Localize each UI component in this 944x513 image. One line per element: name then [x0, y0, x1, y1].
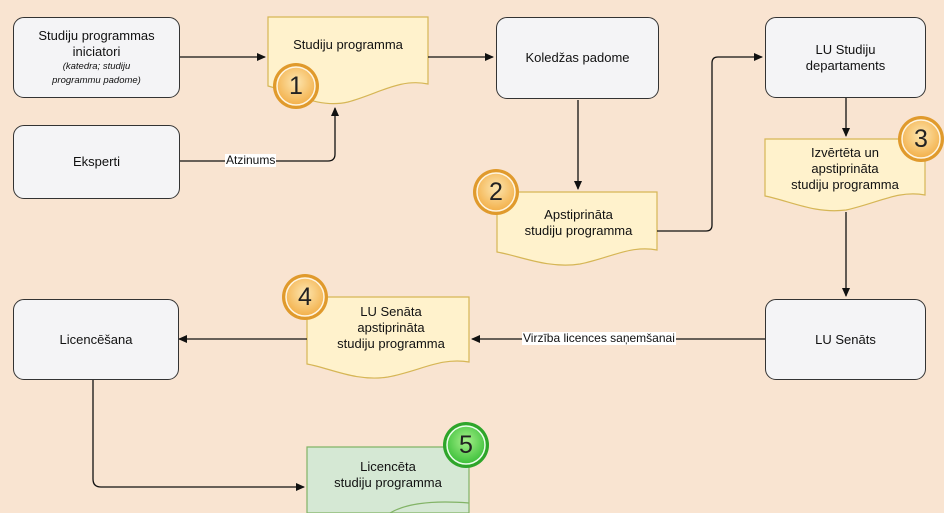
document-approved-program[interactable]: Apstiprināta studiju programma [500, 203, 657, 243]
initiators-sub-line2: programmu padome) [52, 74, 141, 86]
document-shape-approved-program [496, 191, 658, 266]
evaluated-program-line3: studiju programma [791, 177, 899, 192]
college-council-label: Koledžas padome [525, 50, 630, 65]
study-program-label: Studiju programma [293, 37, 403, 52]
step-badge-5 [443, 422, 489, 468]
edge-licensing-to-licensed [92, 380, 305, 491]
step-number-4: 4 [298, 282, 312, 311]
document-shape-evaluated-program [764, 138, 926, 212]
step-number-2: 2 [489, 177, 503, 206]
document-study-program[interactable]: Studiju programma [268, 32, 428, 58]
step-badge-3 [898, 116, 944, 162]
senate-approved-line2: apstiprināta [357, 320, 425, 335]
step-number-3: 3 [914, 124, 928, 153]
licensing-label: Licencēšana [59, 331, 133, 347]
evaluated-program-line2: apstiprināta [811, 161, 879, 176]
edge-experts-to-program [180, 107, 339, 162]
initiators-sub-line1: (katedra; studiju [62, 60, 131, 72]
box-college-council[interactable]: Koledžas padome [496, 17, 659, 99]
edge-approved-to-department [657, 53, 763, 232]
box-senate[interactable]: LU Senāts [765, 299, 926, 380]
document-shape-licensed-program [306, 446, 470, 513]
initiators-title-line1: Studiju programmas [38, 27, 155, 43]
senate-label: LU Senāts [815, 331, 876, 347]
step-badge-2 [473, 169, 519, 215]
document-evaluated-program[interactable]: Izvērtēta un apstiprināta studiju progra… [765, 141, 925, 197]
document-licensed-program[interactable]: Licencēta studiju programma [307, 455, 469, 495]
box-licensing[interactable]: Licencēšana [13, 299, 179, 380]
box-experts[interactable]: Eksperti [13, 125, 180, 199]
licensed-program-line2: studiju programma [334, 475, 442, 490]
step-number-1: 1 [289, 71, 303, 100]
document-senate-approved-program[interactable]: LU Senāta apstiprināta studiju programma [310, 300, 472, 356]
initiators-title-line2: iniciatori [72, 43, 121, 59]
step-number-5: 5 [459, 430, 473, 459]
step-badge-4 [282, 274, 328, 320]
study-department-line2: departaments [805, 57, 886, 73]
edge-label-virziba: Virzība licences saņemšanai [522, 331, 676, 345]
step-badge-1 [273, 63, 319, 109]
experts-label: Eksperti [73, 154, 120, 169]
approved-program-line1: Apstiprināta [544, 207, 613, 222]
document-shape-senate-approved-program [306, 296, 470, 379]
edge-label-atzinums: Atzinums [225, 153, 277, 167]
licensed-program-line1: Licencēta [360, 459, 416, 474]
senate-approved-line1: LU Senāta [360, 304, 422, 319]
box-study-program-initiators[interactable]: Studiju programmas iniciatori (katedra; … [13, 17, 180, 98]
senate-approved-line3: studiju programma [337, 336, 445, 351]
box-study-department[interactable]: LU Studiju departaments [765, 17, 926, 98]
approved-program-line2: studiju programma [524, 223, 633, 238]
study-department-line1: LU Studiju [815, 41, 876, 57]
evaluated-program-line1: Izvērtēta un [811, 145, 879, 160]
